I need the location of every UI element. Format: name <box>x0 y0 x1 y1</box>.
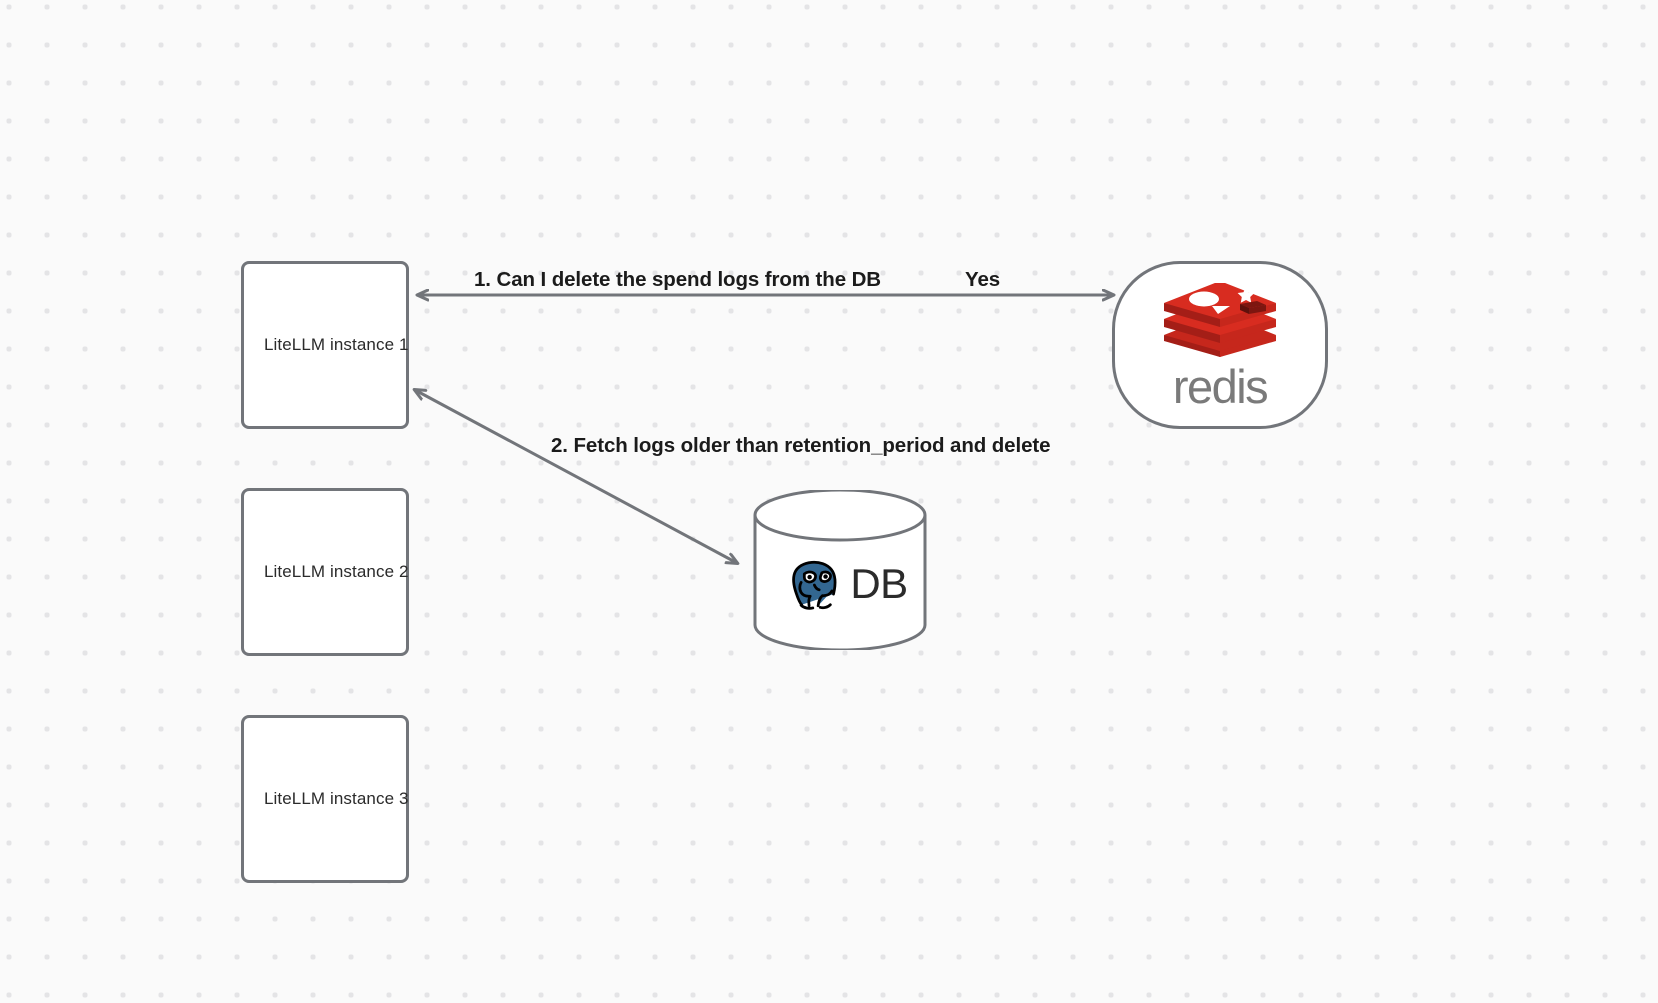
node-label-litellm-3: LiteLLM instance 3 <box>264 789 409 808</box>
database-cylinder-shape <box>753 488 927 652</box>
redis-logo-icon <box>1164 282 1276 357</box>
edge-label-step2: 2. Fetch logs older than retention_perio… <box>551 434 1051 457</box>
postgresql-elephant-icon <box>792 560 837 610</box>
node-litellm-instance-1[interactable]: LiteLLM instance 1 <box>241 261 409 429</box>
node-label-litellm-1: LiteLLM instance 1 <box>264 335 409 354</box>
node-litellm-instance-2[interactable]: LiteLLM instance 2 <box>241 488 409 656</box>
database-logo-row: DB <box>762 548 928 620</box>
redis-wordmark: redis <box>1172 359 1269 413</box>
node-redis[interactable]: redis <box>1112 261 1328 429</box>
node-litellm-instance-3[interactable]: LiteLLM instance 3 <box>241 715 409 883</box>
edge-litellm1-database <box>415 390 737 563</box>
edge-label-step1: 1. Can I delete the spend logs from the … <box>474 268 882 291</box>
database-label: DB <box>850 560 908 607</box>
node-database[interactable]: DB <box>752 488 928 652</box>
edge-label-step1-reply: Yes <box>965 268 1001 291</box>
node-label-litellm-2: LiteLLM instance 2 <box>264 562 409 581</box>
